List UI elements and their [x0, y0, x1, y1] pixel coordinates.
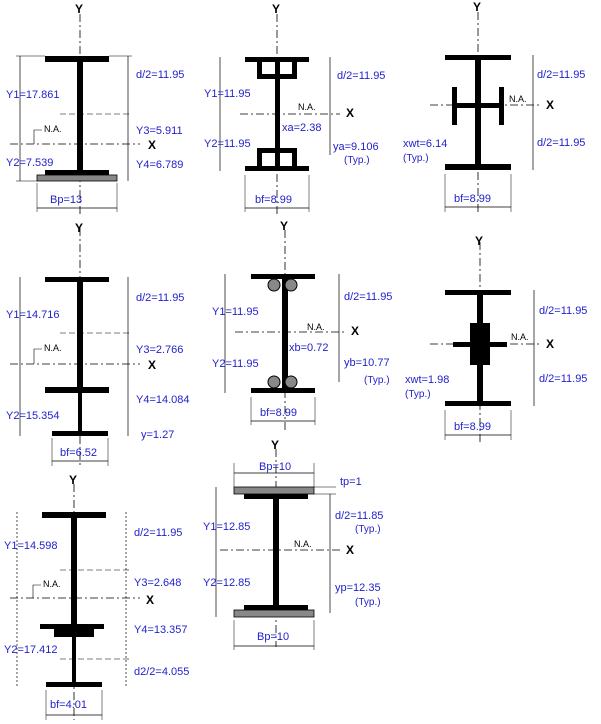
typ-label: (Typ.)	[405, 389, 431, 400]
bf-label: bf=8.99	[260, 407, 297, 419]
y4-label: Y4=13.357	[134, 624, 188, 636]
d2-label: d/2=11.95	[136, 292, 184, 304]
x-axis-label: X	[346, 543, 354, 557]
section-diagram: Y X Y1=17.861 Y2=7.539 N.A. d/2=11.95 Y3…	[6, 2, 184, 215]
bottom-flange	[45, 170, 109, 175]
y2-label: Y2=11.95	[204, 138, 251, 150]
section-diagram: Y X N.A. Y1=11.95 Y2=11.95 d/2=11.95 xb=…	[212, 220, 392, 430]
d2-top-label: d/2=11.95	[537, 69, 585, 81]
na-label: N.A.	[43, 579, 61, 589]
bottom-plate	[36, 174, 118, 182]
xwt-label: xwt=6.14	[403, 138, 447, 150]
y2-label: Y2=11.95	[212, 358, 259, 370]
y2-label: Y2=12.85	[203, 577, 250, 589]
y2-label: Y2=17.412	[4, 644, 58, 656]
yp-label: yp=12.35	[335, 582, 381, 594]
section-diagram: Y X N.A. Y1=14.716 Y2=15.354 d/2=11.95 Y…	[6, 221, 190, 466]
y-axis-label: Y	[280, 220, 288, 233]
na-label: N.A.	[307, 322, 325, 332]
na-label: N.A.	[44, 343, 62, 353]
panel-bottom-tee: Y X N.A. Y1=14.716 Y2=15.354 d/2=11.95 Y…	[0, 220, 200, 470]
bf-label: bf=4.01	[50, 699, 87, 711]
y1-label: Y1=14.716	[6, 309, 60, 321]
y-axis-label: Y	[271, 438, 279, 452]
d2-bottom-label: d/2=11.95	[537, 137, 585, 149]
typ-label: (Typ.)	[344, 155, 370, 166]
section-diagram: Y X N.A. Y1=11.95 Y2=11.95 d/2=11.95 xa=…	[204, 2, 385, 215]
y-axis-label: Y	[272, 2, 280, 16]
xb-label: xb=0.72	[289, 342, 328, 354]
typ-label: (Typ.)	[364, 375, 390, 386]
section-diagram: Y Bp=10 tp=1 X N.A. Y1=12.85 Y2=12.85 d/…	[203, 438, 383, 650]
web	[77, 62, 83, 170]
x-axis-label: X	[546, 98, 554, 112]
na-label: N.A.	[44, 124, 62, 134]
panel-web-plates: Y X N.A. d/2=11.95 d/2=11.95 xwt=1.98 (T…	[400, 220, 601, 450]
y1-label: Y1=14.598	[4, 540, 58, 552]
y-axis-label: Y	[75, 2, 83, 16]
xwt-label: xwt=1.98	[405, 374, 449, 386]
section-diagram: Y X N.A. d/2=11.95 d/2=11.95 xwt=6.14 (T…	[403, 0, 585, 215]
d2-label: d/2=11.95	[136, 69, 184, 81]
y4-label: Y4=14.084	[136, 394, 190, 406]
x-axis-label: X	[148, 358, 156, 372]
xa-label: xa=2.38	[282, 122, 321, 134]
y1-label: Y1=11.95	[204, 88, 251, 100]
d2-label: d/2=11.95	[337, 70, 385, 82]
y1-label: Y1=12.85	[203, 521, 250, 533]
d22-label: d2/2=4.055	[134, 666, 189, 678]
panel-plate-bottom: Y X Y1=17.861 Y2=7.539 N.A. d/2=11.95 Y3…	[0, 0, 200, 220]
x-axis-label: X	[146, 593, 154, 607]
na-label: N.A.	[511, 332, 529, 342]
ya-label: ya=9.106	[333, 141, 379, 153]
yb-label: yb=10.77	[344, 357, 390, 369]
bf-label: bf=8.99	[454, 421, 491, 433]
y2-label: Y2=7.539	[6, 157, 53, 169]
y-label: y=1.27	[141, 429, 174, 441]
d2-bottom-label: d/2=11.95	[539, 373, 587, 385]
x-axis-label: X	[351, 324, 359, 338]
bf-label: bf=6.52	[60, 447, 97, 459]
bf-label: bf=8.99	[255, 194, 292, 206]
x-axis-label: X	[346, 106, 354, 120]
bf-label: bf=8.99	[454, 193, 491, 205]
y3-label: Y3=2.766	[136, 344, 183, 356]
d2-label: d/2=11.95	[344, 291, 392, 303]
na-label: N.A.	[294, 539, 312, 549]
x-axis-label: X	[148, 138, 156, 152]
panel-channels: Y X N.A. Y1=11.95 Y2=11.95 d/2=11.95 xa=…	[200, 0, 400, 220]
y1-label: Y1=17.861	[6, 89, 60, 101]
typ-label: (Typ.)	[403, 153, 429, 164]
x-axis-label: X	[546, 337, 554, 351]
y-axis-label: Y	[473, 0, 481, 14]
y3-label: Y3=5.911	[136, 125, 183, 137]
d2-top-label: d/2=11.95	[539, 305, 587, 317]
y3-label: Y3=2.648	[134, 577, 181, 589]
panel-bars: Y X N.A. Y1=11.95 Y2=11.95 d/2=11.95 xb=…	[205, 220, 400, 435]
bp-bottom-label: Bp=10	[257, 631, 289, 643]
y1-label: Y1=11.95	[212, 306, 259, 318]
y-axis-label: Y	[75, 221, 83, 235]
d2-label: d/2=11.85	[335, 510, 383, 522]
y-axis-label: Y	[69, 473, 77, 487]
typ1-label: (Typ.)	[355, 524, 381, 535]
top-flange	[45, 56, 109, 62]
na-label: N.A.	[509, 94, 527, 104]
panel-web-tees: Y X N.A. d/2=11.95 d/2=11.95 xwt=6.14 (T…	[400, 0, 601, 220]
typ2-label: (Typ.)	[355, 597, 381, 608]
panel-cover-tee: Y X N.A. Y1=14.598 Y2=17.412 d/2=11.95 Y…	[0, 470, 200, 724]
y4-label: Y4=6.789	[136, 159, 183, 171]
tp-label: tp=1	[340, 476, 362, 488]
y2-label: Y2=15.354	[6, 410, 60, 422]
y-axis-label: Y	[475, 234, 483, 248]
bp-top-label: Bp=10	[259, 461, 291, 473]
section-diagram: Y X N.A. Y1=14.598 Y2=17.412 d/2=11.95 Y…	[4, 473, 189, 720]
d2-label: d/2=11.95	[134, 527, 182, 539]
na-label: N.A.	[298, 102, 316, 112]
panel-plates-both: Y Bp=10 tp=1 X N.A. Y1=12.85 Y2=12.85 d/…	[200, 435, 400, 655]
bp-label: Bp=13	[50, 194, 82, 206]
section-diagram: Y X N.A. d/2=11.95 d/2=11.95 xwt=1.98 (T…	[405, 234, 587, 445]
